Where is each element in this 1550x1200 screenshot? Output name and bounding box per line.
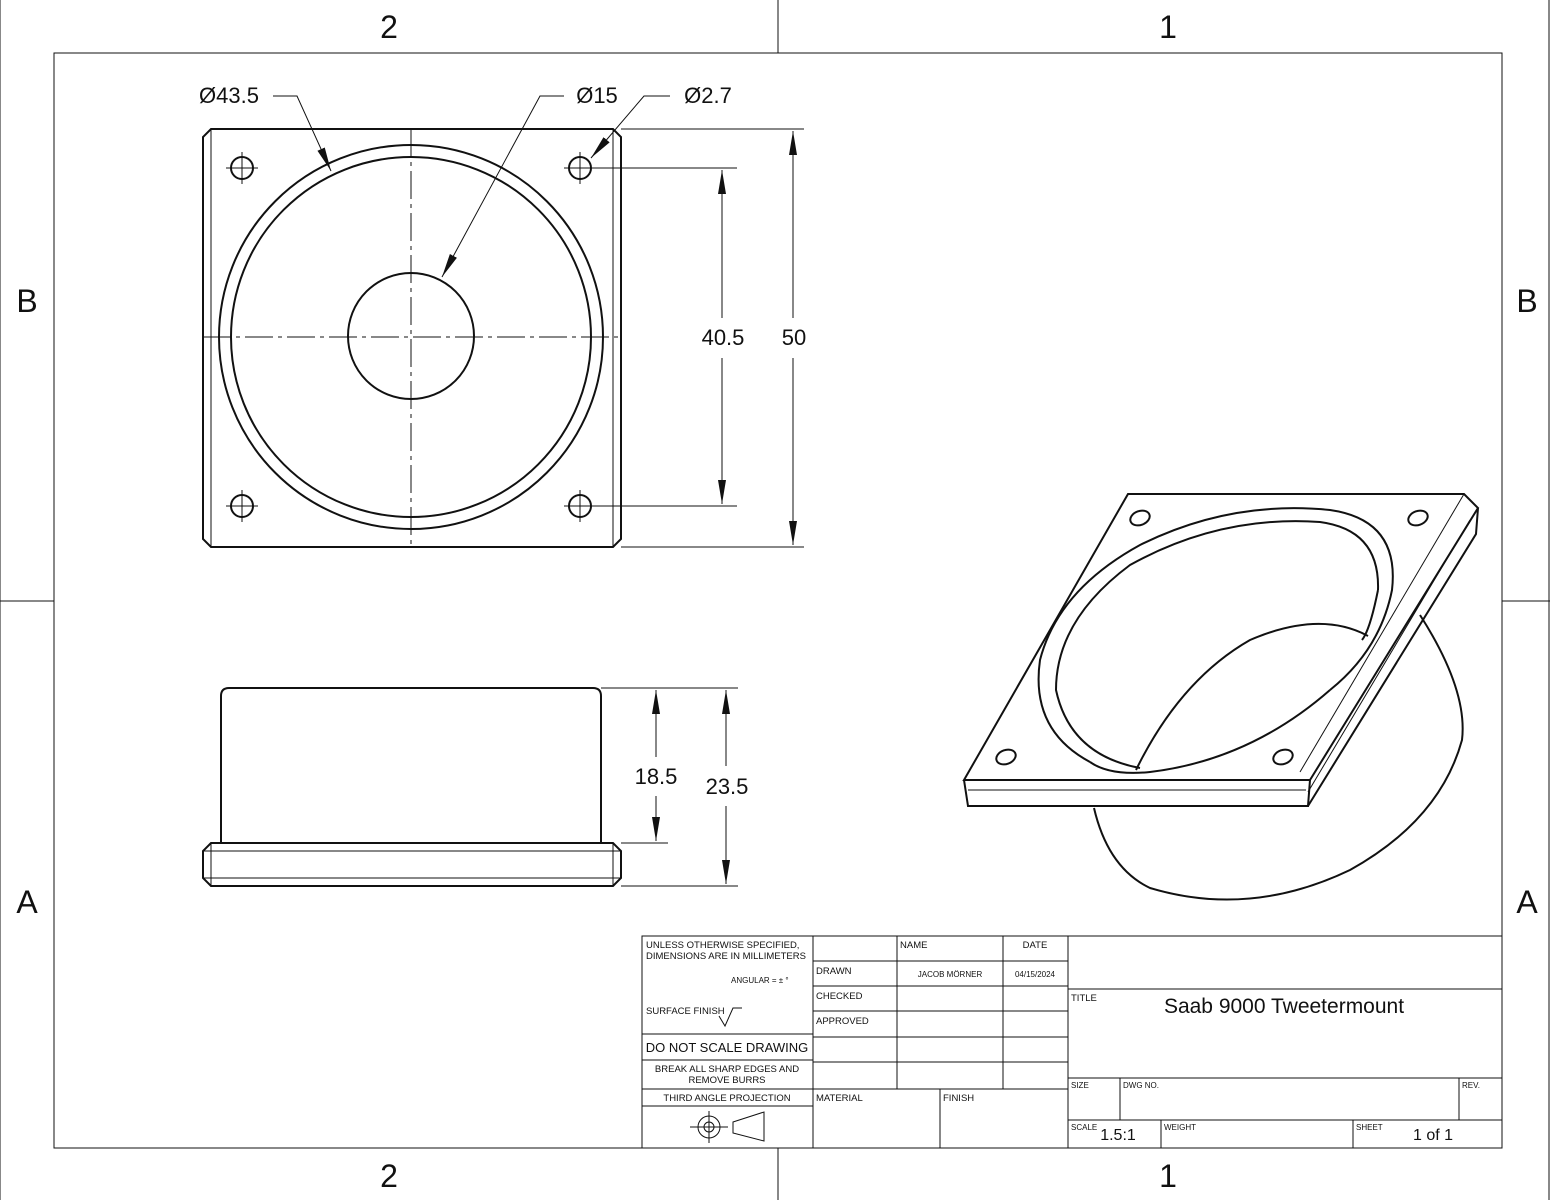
scale-value: 1.5:1 (1100, 1127, 1136, 1144)
zone-label-right-b: B (1516, 283, 1537, 319)
dim-overall-height: 23.5 (706, 774, 749, 799)
material-label: MATERIAL (816, 1093, 863, 1104)
zone-label-left-a: A (16, 884, 38, 920)
angular-tolerance: ANGULAR = ± ° (731, 976, 789, 985)
scale-label: SCALE (1071, 1123, 1097, 1132)
sheet-label: SHEET (1356, 1123, 1383, 1132)
top-view (202, 128, 622, 548)
drawn-date: 04/15/2024 (1015, 970, 1056, 979)
screw-holes (226, 152, 596, 522)
surface-finish-label: SURFACE FINISH (646, 1006, 725, 1017)
break-edges-line-2: REMOVE BURRS (688, 1075, 765, 1086)
approved-label: APPROVED (816, 1016, 869, 1027)
zone-label-bottom-2: 2 (380, 1158, 398, 1194)
dim-screw-diameter: Ø2.7 (684, 83, 732, 108)
top-view-dimensions (273, 95, 804, 548)
dim-outer-diameter: Ø43.5 (199, 83, 259, 108)
drawing-title: Saab 9000 Tweetermount (1164, 995, 1404, 1018)
projection-symbol (690, 1111, 765, 1143)
drawn-label: DRAWN (816, 966, 852, 977)
zone-label-top-1: 1 (1159, 9, 1177, 45)
break-edges-line-1: BREAK ALL SHARP EDGES AND (655, 1064, 799, 1075)
title-label: TITLE (1071, 993, 1097, 1004)
zone-label-bottom-1: 1 (1159, 1158, 1177, 1194)
side-view-dimensions (601, 687, 738, 887)
zone-label-top-2: 2 (380, 9, 398, 45)
dim-overall-width: 50 (782, 325, 806, 350)
dim-hole-spacing: 40.5 (702, 325, 745, 350)
name-header: NAME (900, 940, 927, 951)
size-label: SIZE (1071, 1081, 1089, 1090)
projection-label: THIRD ANGLE PROJECTION (663, 1093, 790, 1104)
dwg-no-label: DWG NO. (1123, 1081, 1159, 1090)
finish-label: FINISH (943, 1093, 974, 1104)
drawn-by-name: JACOB MÖRNER (918, 970, 983, 979)
sheet-value: 1 of 1 (1413, 1127, 1453, 1144)
dim-body-height: 18.5 (635, 764, 678, 789)
side-view (202, 687, 622, 887)
do-not-scale-note: DO NOT SCALE DRAWING (646, 1040, 809, 1055)
isometric-view (962, 493, 1480, 901)
checked-label: CHECKED (816, 991, 863, 1002)
title-block (641, 935, 1503, 1149)
tolerance-note-line-1: UNLESS OTHERWISE SPECIFIED, (646, 940, 799, 951)
dim-hole-diameter: Ø15 (576, 83, 618, 108)
rev-label: REV. (1462, 1081, 1480, 1090)
zone-label-right-a: A (1516, 884, 1538, 920)
tolerance-note-line-2: DIMENSIONS ARE IN MILLIMETERS (646, 951, 806, 962)
zone-label-left-b: B (16, 283, 37, 319)
date-header: DATE (1023, 940, 1048, 951)
weight-label: WEIGHT (1164, 1123, 1196, 1132)
